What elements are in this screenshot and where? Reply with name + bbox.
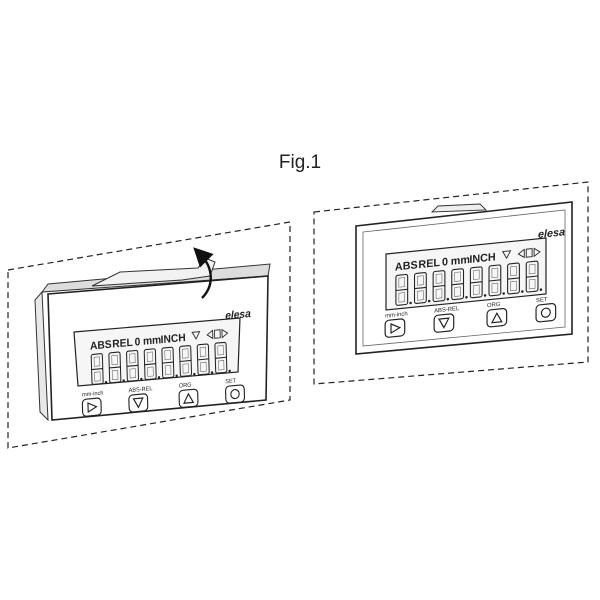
left-panel-outline bbox=[7, 221, 291, 449]
seven-segment-digit bbox=[469, 266, 487, 299]
seven-segment-digit bbox=[161, 346, 178, 379]
seven-segment-digit bbox=[488, 264, 505, 297]
indicator-rel: REL bbox=[418, 257, 440, 271]
seven-segment-digit bbox=[451, 268, 468, 301]
seven-segment-digit bbox=[525, 260, 543, 293]
device-screen bbox=[73, 317, 241, 387]
arrow-right-icon bbox=[221, 328, 229, 339]
wifi-like-icon bbox=[501, 250, 512, 260]
square-icon bbox=[525, 248, 533, 258]
indicator-abs: ABS bbox=[395, 259, 418, 273]
rotation-arrow bbox=[193, 247, 214, 299]
seven-segment-digit bbox=[507, 262, 524, 295]
arrow-left-icon bbox=[206, 329, 214, 340]
triangle-up-icon bbox=[183, 392, 195, 404]
button-label: ORG bbox=[487, 302, 501, 309]
seven-segment-digit bbox=[413, 272, 431, 304]
indicator-rel: REL bbox=[112, 336, 133, 350]
triangle-right-icon bbox=[390, 323, 402, 335]
seven-segment-digit bbox=[108, 351, 125, 384]
seven-segment-digit bbox=[395, 273, 412, 306]
button-label: ABS-REL bbox=[129, 386, 154, 394]
button-mm-inch[interactable]: mm-inch bbox=[81, 390, 104, 417]
button-set[interactable]: SET bbox=[535, 296, 557, 323]
button-label: SET bbox=[536, 297, 548, 304]
left-panel bbox=[7, 221, 291, 449]
button-label: mm-inch bbox=[385, 311, 407, 319]
button-abs-rel[interactable]: ABS-REL bbox=[433, 306, 460, 333]
button-org[interactable]: ORG bbox=[486, 301, 508, 328]
seven-segment-digit bbox=[432, 270, 450, 303]
indicator-mm: mm bbox=[143, 334, 162, 348]
circle-icon bbox=[230, 388, 240, 400]
indicator-mm: mm bbox=[451, 254, 470, 268]
circle-icon bbox=[540, 307, 551, 318]
seven-segment-digit bbox=[196, 343, 214, 376]
triangle-right-icon bbox=[87, 402, 98, 414]
seven-segment-digit bbox=[143, 348, 161, 381]
triangle-down-icon bbox=[132, 397, 144, 409]
right-panel bbox=[313, 181, 589, 385]
arrow-right-icon bbox=[533, 247, 541, 258]
brand-logo: elesa bbox=[538, 226, 565, 241]
button-org[interactable]: ORG bbox=[178, 382, 199, 408]
indicator-abs: ABS bbox=[90, 338, 112, 352]
button-mm-inch[interactable]: mm-inch bbox=[384, 311, 408, 338]
indicator-inch: INCH bbox=[160, 332, 185, 347]
indicator-zero: 0 bbox=[134, 336, 140, 349]
seven-segment-digit bbox=[179, 345, 196, 377]
button-abs-rel[interactable]: ABS-REL bbox=[128, 386, 154, 413]
arrow-left-icon bbox=[517, 248, 525, 259]
seven-segment-digit bbox=[126, 349, 143, 382]
tilted-device bbox=[34, 257, 271, 422]
triangle-up-icon bbox=[490, 311, 503, 324]
button-label: mm-inch bbox=[82, 390, 104, 398]
square-icon bbox=[214, 329, 221, 339]
triangle-down-icon bbox=[438, 317, 450, 329]
wifi-like-icon bbox=[191, 331, 201, 340]
indicator-inch: INCH bbox=[469, 251, 495, 266]
button-set[interactable]: SET bbox=[225, 378, 246, 404]
indicator-zero: 0 bbox=[442, 256, 448, 269]
seven-segment-digit bbox=[214, 341, 231, 374]
button-label: ABS-REL bbox=[434, 306, 460, 315]
seven-segment-digit bbox=[90, 353, 108, 385]
button-label: ORG bbox=[179, 382, 192, 389]
figure-title: Fig.1 bbox=[278, 152, 322, 173]
brand-logo: elesa bbox=[225, 308, 251, 323]
button-label: SET bbox=[225, 378, 236, 385]
right-panel-outline bbox=[313, 181, 589, 385]
